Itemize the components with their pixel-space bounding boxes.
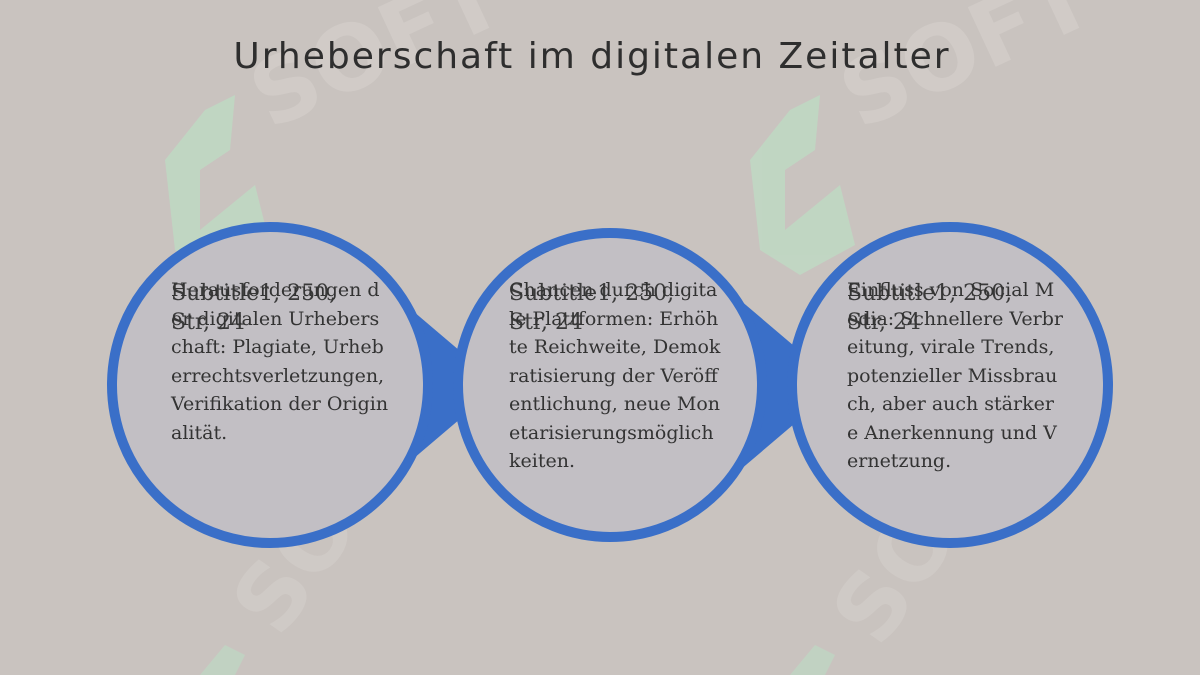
step-1-shape [107, 222, 500, 548]
step-3-circle [787, 222, 1113, 548]
step-3-text: Einfluss von Social Media: Schnellere Ve… [847, 279, 1063, 472]
page-title: Urheberschaft im digitalen Zeitalter [233, 36, 951, 77]
step-3-shape [787, 222, 1113, 548]
step-1-text: Herausforderungen der digitalen Urhebers… [171, 279, 389, 444]
step-2-placeholder: Subtitle1, 250, Str, 24 [509, 281, 675, 335]
step-3-placeholder: Subtitle1, 250, Str, 24 [847, 281, 1013, 335]
step-2-circle [453, 228, 767, 542]
step-2-text: Chancen durch digitale Plattformen: Erhö… [509, 279, 721, 472]
step-1-circle [107, 222, 433, 548]
step-1-placeholder: Subtitle1, 250, Str, 24 [171, 281, 337, 335]
